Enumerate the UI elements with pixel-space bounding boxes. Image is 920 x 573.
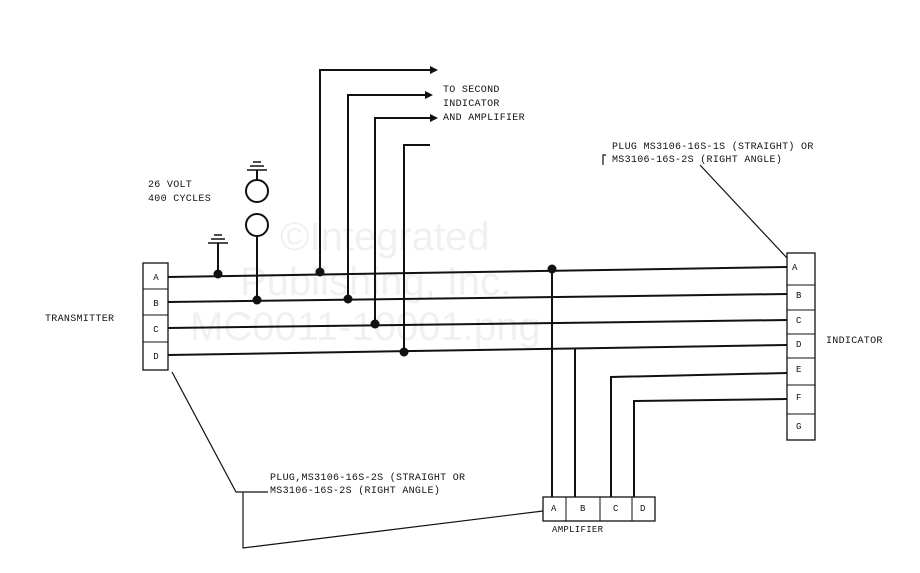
indicator-pin-f: F xyxy=(796,393,802,403)
amplifier-label: AMPLIFIER xyxy=(552,525,604,535)
power-label: 26 VOLT xyxy=(148,180,193,191)
amplifier-pin-d: D xyxy=(640,504,646,514)
transmitter-plug-label: PLUG,MS3106-16S-2S (STRAIGHT OR xyxy=(270,473,466,484)
amplifier-pin-c: C xyxy=(613,504,619,514)
ground-icon xyxy=(247,161,267,171)
transformer-coil xyxy=(245,179,269,203)
indicator-pin-g: G xyxy=(796,422,802,432)
indicator-pin-e: E xyxy=(796,365,802,375)
indicator-pin-d: D xyxy=(796,340,802,350)
indicator-pin-c: C xyxy=(796,316,802,326)
to-second-label: INDICATOR xyxy=(443,99,500,110)
transmitter-plug-label: MS3106-16S-2S (RIGHT ANGLE) xyxy=(270,486,441,497)
amplifier-connector xyxy=(542,496,656,522)
transformer-coil xyxy=(245,213,269,237)
indicator-label: INDICATOR xyxy=(826,336,883,347)
to-second-label: TO SECOND xyxy=(443,85,500,96)
indicator-plug-label: MS3106-16S-2S (RIGHT ANGLE) xyxy=(612,155,783,166)
indicator-plug-label: PLUG MS3106-16S-1S (STRAIGHT) OR xyxy=(612,142,814,153)
amplifier-pin-a: A xyxy=(551,504,557,514)
transmitter-label: TRANSMITTER xyxy=(45,314,115,325)
power-label: 400 CYCLES xyxy=(148,194,212,205)
transmitter-pin-d: D xyxy=(153,352,158,362)
transmitter-pin-a: A xyxy=(153,273,159,283)
watermark: ©Integrated xyxy=(280,215,490,259)
to-second-label: AND AMPLIFIER xyxy=(443,113,525,124)
indicator-pin-b: B xyxy=(796,291,802,301)
ground-icon xyxy=(208,234,228,244)
indicator-pin-a: A xyxy=(792,263,798,273)
transmitter-pin-b: B xyxy=(153,299,159,309)
indicator-connector xyxy=(786,252,816,441)
amplifier-pin-b: B xyxy=(580,504,586,514)
transmitter-connector: A B C D xyxy=(142,262,169,371)
transmitter-pin-c: C xyxy=(153,325,159,335)
junction-dots xyxy=(213,264,557,357)
